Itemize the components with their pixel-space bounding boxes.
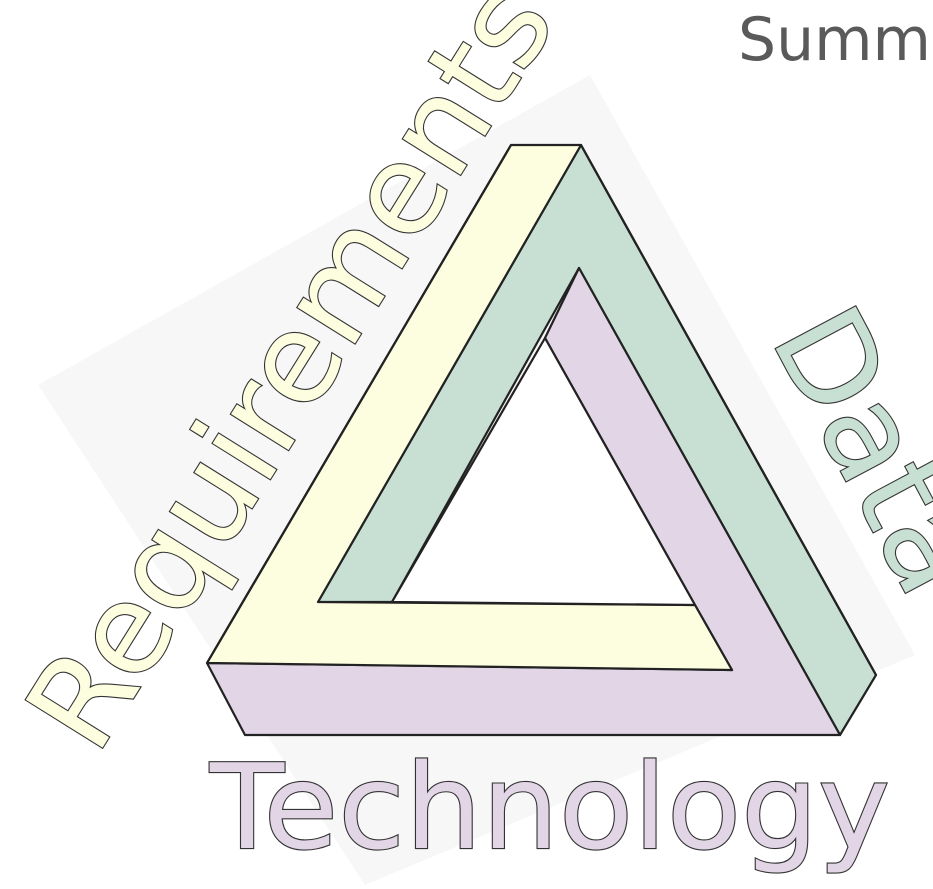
penrose-triangle	[205, 143, 878, 737]
slide-heading: Summ	[738, 5, 931, 75]
technology-label: Technology	[209, 738, 890, 876]
edge-line	[580, 144, 877, 676]
edge-line	[206, 144, 512, 664]
inner-triangle	[390, 336, 697, 607]
